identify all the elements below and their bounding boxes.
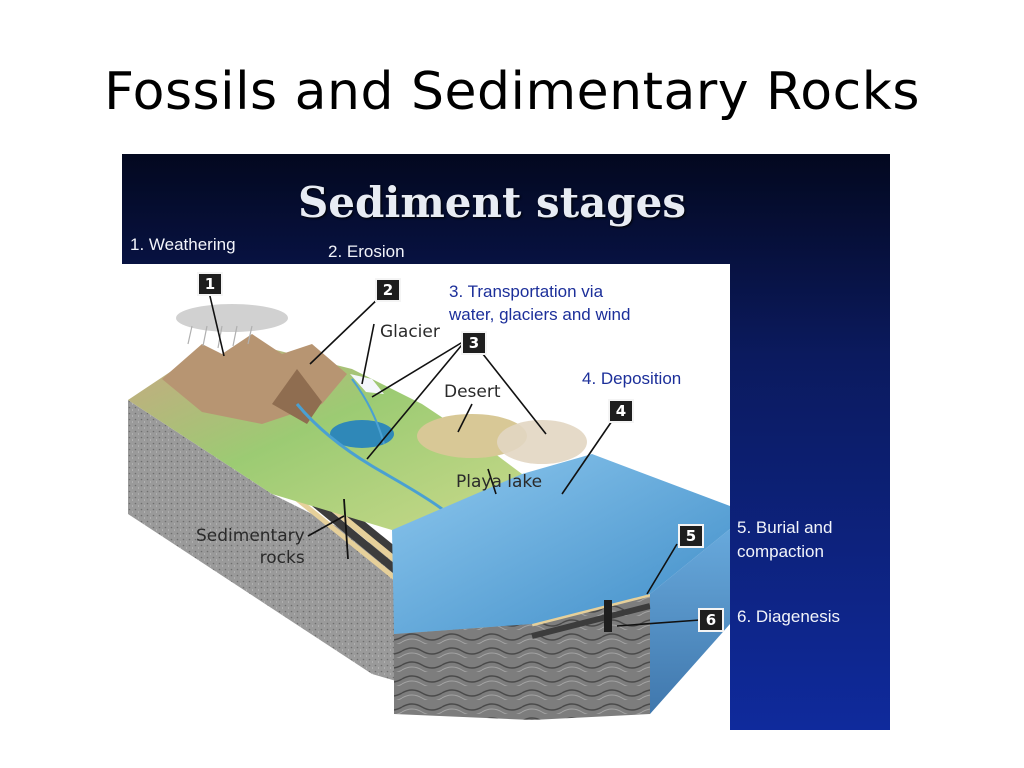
stage-burial-label: 5. Burial and compaction <box>737 516 832 564</box>
stage-1-badge: 1 <box>197 272 223 296</box>
sediment-stages-figure: Sediment stages 1. Weathering 2. Erosion… <box>122 154 890 730</box>
river <box>295 403 443 511</box>
glacier-stream <box>351 378 385 445</box>
ocean-surface <box>392 454 730 634</box>
stage-transportation-line1: 3. Transportation via <box>449 282 604 301</box>
stage-4-badge: 4 <box>608 399 634 423</box>
sedimentary-rocks-label: Sedimentary rocks <box>196 525 305 569</box>
dust-cloud <box>497 420 587 464</box>
rock-front-swirl <box>394 624 532 720</box>
glacier-ice <box>350 374 384 394</box>
sedimentary-rocks-line1: Sedimentary <box>196 526 305 546</box>
mountain-peak <box>272 369 322 424</box>
stage-3-badge: 3 <box>461 331 487 355</box>
front-dark-layer <box>531 603 651 639</box>
stage-transportation-line2: water, glaciers and wind <box>449 305 631 324</box>
stage-diagenesis-label: 6. Diagenesis <box>737 607 841 626</box>
block-diagram-illustration <box>122 264 730 730</box>
playa-lake-label: Playa lake <box>456 472 543 492</box>
sedimentary-rocks-line2: rocks <box>259 548 305 568</box>
stage-burial-line2: compaction <box>737 542 824 561</box>
rain-cloud <box>176 304 288 332</box>
desert-label: Desert <box>444 382 501 402</box>
burial-marker <box>604 600 612 632</box>
stage-2-badge: 2 <box>375 278 401 302</box>
stage-transportation-label: 3. Transportation via water, glaciers an… <box>449 280 630 326</box>
leader-lines <box>208 291 701 627</box>
stage-erosion-label: 2. Erosion <box>328 242 405 261</box>
stage-6-badge: 6 <box>698 608 724 632</box>
glacier-label: Glacier <box>380 322 440 342</box>
stage-weathering-label: 1. Weathering <box>130 235 236 254</box>
stage-deposition-label: 4. Deposition <box>582 369 682 388</box>
figure-title: Sediment stages <box>297 178 687 227</box>
sedimentary-bracket <box>343 498 349 560</box>
stage-burial-line1: 5. Burial and <box>737 518 833 537</box>
slide-title: Fossils and Sedimentary Rocks <box>104 62 920 122</box>
stage-5-badge: 5 <box>678 524 704 548</box>
